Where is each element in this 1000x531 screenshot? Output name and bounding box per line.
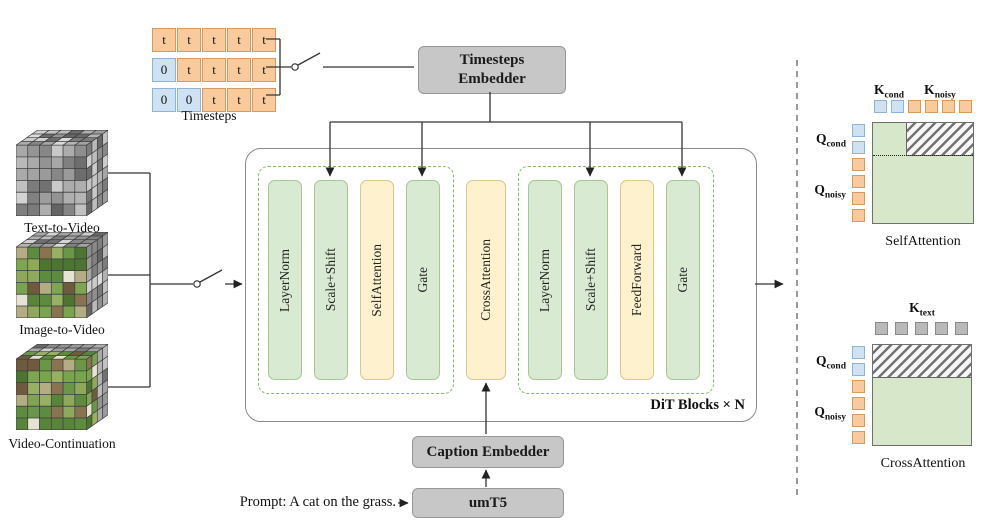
q-cond-label: Qcond: [815, 353, 846, 372]
k-text-token: [955, 322, 968, 335]
timestep-cell: t: [227, 58, 251, 82]
timestep-cell: t: [252, 28, 276, 52]
k-noisy-token: [908, 100, 921, 113]
dit-box-crossattention: CrossAttention: [466, 180, 506, 380]
k-text-token: [875, 322, 888, 335]
q-noisy-token: [852, 209, 865, 222]
q-noisy-token: [852, 431, 865, 444]
q-noisy-token: [852, 397, 865, 410]
k-text-token: [935, 322, 948, 335]
timestep-cell: t: [202, 88, 226, 112]
text-to-video-label: Text-to-Video: [24, 220, 100, 235]
timesteps-switch-icon: [291, 63, 299, 71]
timestep-cell: t: [202, 28, 226, 52]
self-attention-dotted-divider: [873, 155, 973, 156]
q-noisy-token: [852, 414, 865, 427]
dit-box-layernorm: LayerNorm: [268, 180, 302, 380]
q-noisy-token: [852, 380, 865, 393]
video-bracket-line: [108, 172, 193, 388]
timestep-cell: 0: [152, 88, 176, 112]
feedforward-subblock-group: [518, 166, 714, 394]
q-cond-token: [852, 363, 865, 376]
cross-attention-masked-region: [873, 345, 971, 378]
q-cond-label: Qcond: [815, 131, 846, 150]
timestep-cell: t: [252, 58, 276, 82]
q-noisy-token: [852, 192, 865, 205]
dit-box-label: LayerNorm: [537, 248, 552, 312]
attention-subblock-group: [258, 166, 454, 394]
cross-attention-title: CrossAttention: [880, 456, 966, 471]
dit-box-selfattention: SelfAttention: [360, 180, 394, 380]
prompt-text: Prompt: A cat on the grass.: [239, 494, 396, 510]
k-noisy-token: [959, 100, 972, 113]
q-noisy-label: Qnoisy: [814, 182, 846, 201]
video-continuation-latent-cube: [16, 344, 108, 430]
timesteps-embedder-box: Timesteps Embedder: [418, 46, 566, 94]
timestep-cell: 0: [152, 58, 176, 82]
dit-box-label: Gate: [675, 267, 690, 293]
dit-box-layernorm: LayerNorm: [528, 180, 562, 380]
k-text-label: Ktext: [909, 300, 935, 319]
dit-box-gate: Gate: [666, 180, 700, 380]
timestep-cell: t: [177, 28, 201, 52]
q-cond-token: [852, 124, 865, 137]
q-cond-token: [852, 346, 865, 359]
timestep-cell: t: [177, 58, 201, 82]
timesteps-switch-lever: [297, 52, 321, 66]
k-cond-label: Kcond: [873, 82, 905, 101]
timestep-cell: t: [152, 28, 176, 52]
k-cond-token: [891, 100, 904, 113]
timesteps-embedder-label: Timesteps Embedder: [458, 52, 526, 87]
umt5-label: umT5: [468, 494, 508, 511]
caption-embedder-box: Caption Embedder: [412, 436, 564, 468]
dit-box-label: Scale+Shift: [583, 248, 598, 312]
k-noisy-token: [942, 100, 955, 113]
k-noisy-label: Knoisy: [924, 82, 956, 101]
dit-box-label: SelfAttention: [369, 243, 384, 317]
dit-box-label: Gate: [415, 267, 430, 293]
video-continuation-label: Video-Continuation: [8, 436, 116, 451]
dit-blocks-label: DiT Blocks × N: [650, 397, 745, 413]
video-switch-icon: [193, 280, 201, 288]
q-noisy-label: Qnoisy: [814, 404, 846, 423]
caption-embedder-label: Caption Embedder: [426, 443, 550, 460]
k-cond-token: [874, 100, 887, 113]
dit-box-scale-shift: Scale+Shift: [314, 180, 348, 380]
q-noisy-token: [852, 158, 865, 171]
dit-box-gate: Gate: [406, 180, 440, 380]
k-noisy-token: [925, 100, 938, 113]
timestep-cell: t: [227, 88, 251, 112]
self-attention-title: SelfAttention: [885, 234, 961, 249]
umt5-box: umT5: [412, 488, 564, 518]
video-switch-lever: [199, 269, 223, 283]
q-cond-token: [852, 141, 865, 154]
k-text-token: [915, 322, 928, 335]
k-text-token: [895, 322, 908, 335]
image-to-video-latent-cube: [16, 232, 108, 318]
noisy-video-latent-cube: [16, 130, 108, 216]
timestep-cell: t: [227, 28, 251, 52]
dit-box-label: CrossAttention: [478, 239, 493, 321]
dit-box-label: Scale+Shift: [323, 248, 338, 312]
dit-box-label: LayerNorm: [277, 248, 292, 312]
timestep-cell: t: [202, 58, 226, 82]
q-noisy-token: [852, 175, 865, 188]
timesteps-label: Timesteps: [181, 108, 237, 123]
timestep-cell: 0: [177, 88, 201, 112]
dit-box-feedforward: FeedForward: [620, 180, 654, 380]
dit-box-label: FeedForward: [629, 244, 644, 316]
self-attention-masked-region: [906, 123, 973, 156]
dit-box-scale-shift: Scale+Shift: [574, 180, 608, 380]
image-to-video-label: Image-to-Video: [19, 322, 105, 337]
